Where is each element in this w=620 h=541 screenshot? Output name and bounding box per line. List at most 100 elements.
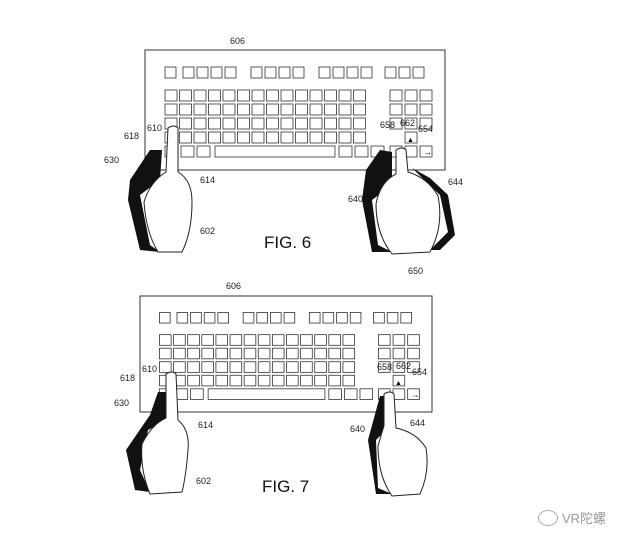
key bbox=[222, 103, 236, 116]
key bbox=[215, 347, 228, 360]
key bbox=[222, 89, 236, 102]
label-610: 610 bbox=[142, 364, 157, 374]
watermark: VR陀螺 bbox=[537, 508, 606, 527]
function-key bbox=[217, 312, 229, 324]
label-658: 658 bbox=[380, 120, 395, 130]
key bbox=[229, 334, 243, 346]
key bbox=[208, 117, 221, 130]
key bbox=[257, 347, 271, 360]
key bbox=[342, 347, 356, 360]
left-hand-fig6 bbox=[128, 125, 193, 253]
key bbox=[353, 103, 366, 116]
key bbox=[300, 361, 313, 373]
key bbox=[187, 361, 200, 373]
key bbox=[243, 347, 257, 360]
function-key bbox=[308, 312, 321, 324]
nav-key bbox=[392, 334, 406, 346]
nav-key bbox=[419, 103, 433, 116]
key bbox=[179, 103, 192, 116]
function-key bbox=[270, 312, 282, 324]
nav-key bbox=[407, 347, 420, 360]
key bbox=[215, 361, 228, 373]
key bbox=[187, 347, 200, 360]
key bbox=[271, 347, 285, 360]
nav-key bbox=[404, 103, 418, 116]
label-618: 618 bbox=[120, 373, 135, 383]
label-658: 658 bbox=[377, 362, 392, 372]
key bbox=[324, 103, 337, 116]
key bbox=[286, 361, 299, 373]
key bbox=[237, 131, 250, 144]
key bbox=[354, 145, 369, 158]
label-618: 618 bbox=[124, 131, 139, 141]
label-610: 610 bbox=[147, 123, 162, 133]
arrow-up-icon: ▲ bbox=[407, 137, 414, 144]
key bbox=[338, 103, 352, 116]
watermark-text: VR陀螺 bbox=[561, 511, 606, 526]
key bbox=[251, 131, 265, 144]
key bbox=[271, 334, 285, 346]
key bbox=[280, 117, 294, 130]
key bbox=[266, 131, 279, 144]
nav-key bbox=[389, 89, 403, 102]
function-key bbox=[283, 312, 296, 324]
key bbox=[328, 388, 342, 400]
label-644: 644 bbox=[410, 418, 425, 428]
key bbox=[193, 131, 207, 144]
key bbox=[180, 145, 195, 158]
function-key bbox=[349, 312, 362, 324]
function-key bbox=[292, 66, 305, 79]
key bbox=[342, 334, 356, 346]
nav-key bbox=[392, 374, 406, 387]
key bbox=[309, 117, 323, 130]
key bbox=[193, 117, 207, 130]
key bbox=[271, 374, 285, 387]
function-key bbox=[182, 66, 195, 79]
spacebar-key bbox=[207, 388, 326, 400]
key bbox=[229, 361, 243, 373]
nav-key bbox=[392, 388, 406, 400]
function-key bbox=[176, 312, 189, 324]
key bbox=[328, 361, 341, 373]
function-key bbox=[322, 312, 335, 324]
key bbox=[314, 374, 327, 387]
function-key bbox=[386, 312, 399, 324]
nav-key bbox=[404, 89, 418, 102]
label-606: 606 bbox=[230, 36, 245, 46]
key bbox=[280, 131, 294, 144]
key bbox=[295, 117, 308, 130]
key bbox=[266, 89, 279, 102]
label-602: 602 bbox=[200, 226, 215, 236]
label-630: 630 bbox=[104, 155, 119, 165]
label-614: 614 bbox=[198, 420, 213, 430]
key bbox=[286, 347, 299, 360]
keyboard-fig7: →▲ bbox=[139, 295, 433, 413]
label-602: 602 bbox=[196, 476, 211, 486]
function-key bbox=[336, 312, 348, 324]
function-key bbox=[264, 66, 277, 79]
function-key bbox=[412, 66, 425, 79]
key bbox=[324, 131, 337, 144]
key bbox=[251, 117, 265, 130]
label-662: 662 bbox=[396, 361, 411, 371]
function-key bbox=[373, 312, 385, 324]
nav-key bbox=[407, 388, 420, 400]
key bbox=[237, 103, 250, 116]
function-key bbox=[400, 312, 412, 324]
fig-7-caption: FIG. 7 bbox=[262, 477, 309, 496]
arrow-up-icon: ▲ bbox=[395, 380, 402, 387]
left-hand-fig7 bbox=[126, 371, 189, 495]
nav-key bbox=[419, 89, 433, 102]
key bbox=[295, 103, 308, 116]
key bbox=[251, 89, 265, 102]
function-key bbox=[398, 66, 411, 79]
key bbox=[314, 347, 327, 360]
label-640: 640 bbox=[350, 424, 365, 434]
nav-key bbox=[389, 117, 403, 130]
function-key bbox=[210, 66, 223, 79]
label-662: 662 bbox=[400, 118, 415, 128]
function-key bbox=[159, 312, 171, 324]
key bbox=[295, 89, 308, 102]
key bbox=[257, 361, 271, 373]
